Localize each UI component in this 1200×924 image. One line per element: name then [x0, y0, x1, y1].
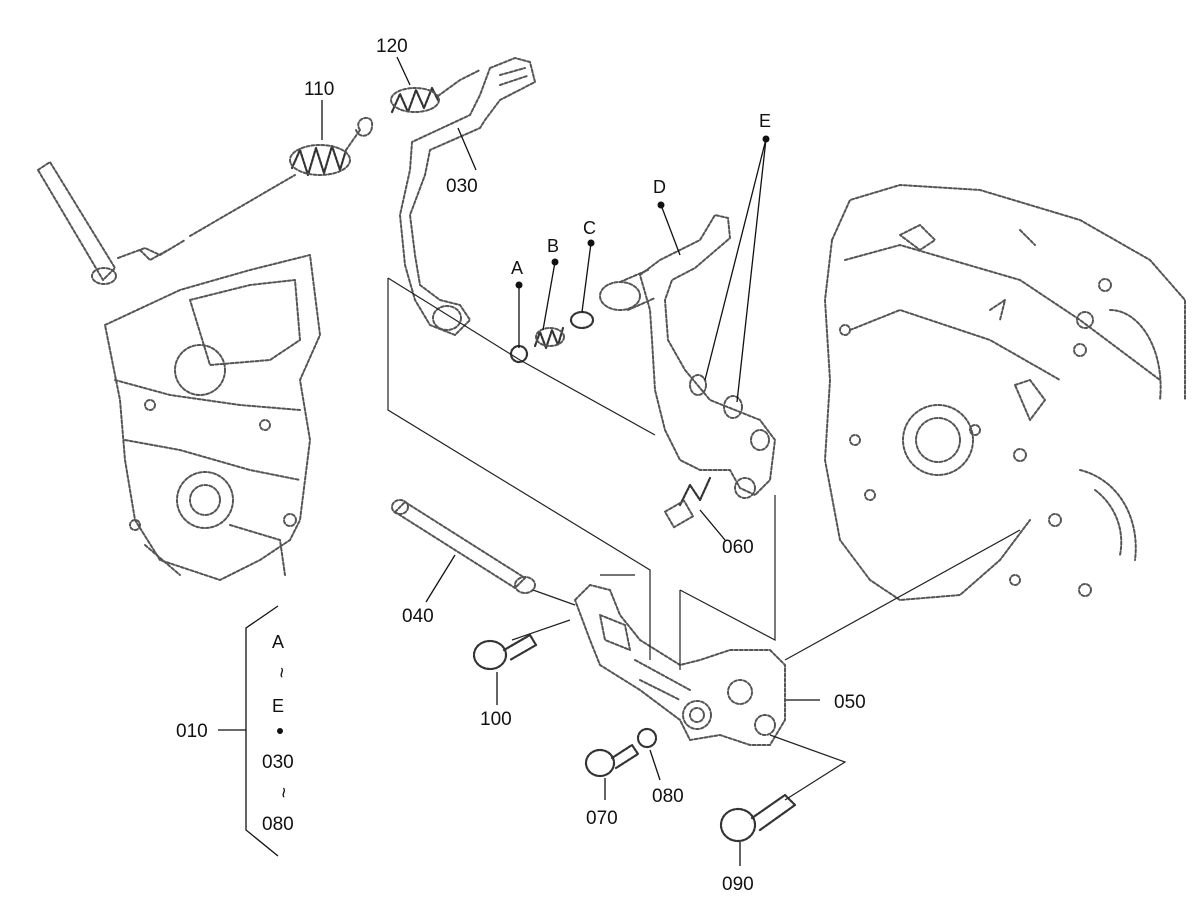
label-070: 070 [586, 808, 618, 829]
spring-120 [390, 69, 481, 114]
label-c: C [583, 218, 596, 238]
group-bracket-010 [218, 605, 283, 857]
label-030: 030 [446, 176, 478, 197]
bracket-050 [574, 584, 786, 746]
bracket-line-030: 030 [262, 752, 294, 773]
label-e: E [759, 111, 771, 131]
part-b-spring [533, 326, 565, 350]
label-080: 080 [652, 786, 684, 807]
label-100: 100 [480, 709, 512, 730]
bracket-line-e: E [272, 696, 284, 716]
assembly-guide-lines [387, 277, 1021, 801]
bracket-tilde-2: ~ [272, 787, 293, 798]
washer-080 [636, 727, 658, 749]
bracket-line-080: 080 [262, 814, 294, 835]
bracket-tilde-1: ~ [270, 667, 291, 678]
label-010: 010 [176, 721, 208, 742]
label-b: B [547, 236, 559, 256]
label-a: A [511, 258, 523, 278]
governor-rod [37, 161, 186, 285]
part-c-collar [569, 310, 595, 330]
shaft-040 [391, 499, 536, 594]
label-d: D [653, 177, 666, 197]
label-050: 050 [834, 692, 866, 713]
gear-case-housing [104, 254, 321, 581]
label-040: 040 [402, 606, 434, 627]
leaders [321, 56, 820, 866]
label-120: 120 [376, 36, 408, 57]
bolt-070 [584, 743, 640, 778]
bolt-060 [663, 476, 712, 529]
transmission-case [824, 184, 1186, 601]
label-110: 110 [304, 79, 334, 100]
label-060: 060 [722, 537, 754, 558]
bolt-100 [472, 633, 538, 671]
label-090: 090 [722, 874, 754, 895]
lever-030 [399, 57, 536, 336]
fork-lever [599, 214, 776, 499]
bolt-090 [719, 793, 797, 843]
spring-110 [289, 116, 374, 177]
link-rod [189, 174, 296, 237]
bracket-line-a: A [272, 632, 284, 652]
